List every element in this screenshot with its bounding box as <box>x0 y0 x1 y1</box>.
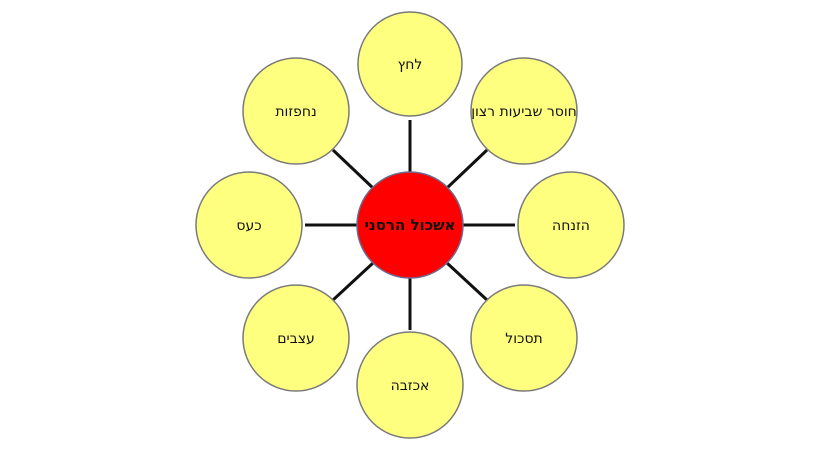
node-top-label: לחץ <box>398 57 423 73</box>
node-left: כעס <box>195 171 303 279</box>
connector-bottom-left <box>331 261 375 302</box>
node-bottom-left: עצבים <box>242 284 350 392</box>
connector-top-left <box>331 148 375 190</box>
node-top-left: נחפזות <box>242 57 350 165</box>
node-top-right-label: חוסר שביעות רצון <box>471 104 577 120</box>
center-node: אשכול הרסני <box>356 171 464 279</box>
node-left-label: כעס <box>236 218 261 234</box>
node-top-right: חוסר שביעות רצון <box>470 57 578 165</box>
connectors <box>305 120 515 330</box>
node-bottom-right: תסכול <box>470 284 578 392</box>
center-node-label: אשכול הרסני <box>365 216 456 234</box>
node-bottom-label: אכזבה <box>391 378 430 394</box>
connector-top-right <box>445 148 489 190</box>
node-top-left-label: נחפזות <box>275 104 316 120</box>
satellite-nodes: לחץ חוסר שביעות רצון הזנחה תסכול אכזבה ע… <box>195 11 625 439</box>
connector-bottom-right <box>445 261 489 302</box>
node-bottom: אכזבה <box>356 331 464 439</box>
node-right-label: הזנחה <box>552 218 590 234</box>
node-right: הזנחה <box>517 171 625 279</box>
node-bottom-left-label: עצבים <box>277 331 315 347</box>
node-bottom-right-label: תסכול <box>505 331 542 347</box>
node-top: לחץ <box>357 11 463 117</box>
